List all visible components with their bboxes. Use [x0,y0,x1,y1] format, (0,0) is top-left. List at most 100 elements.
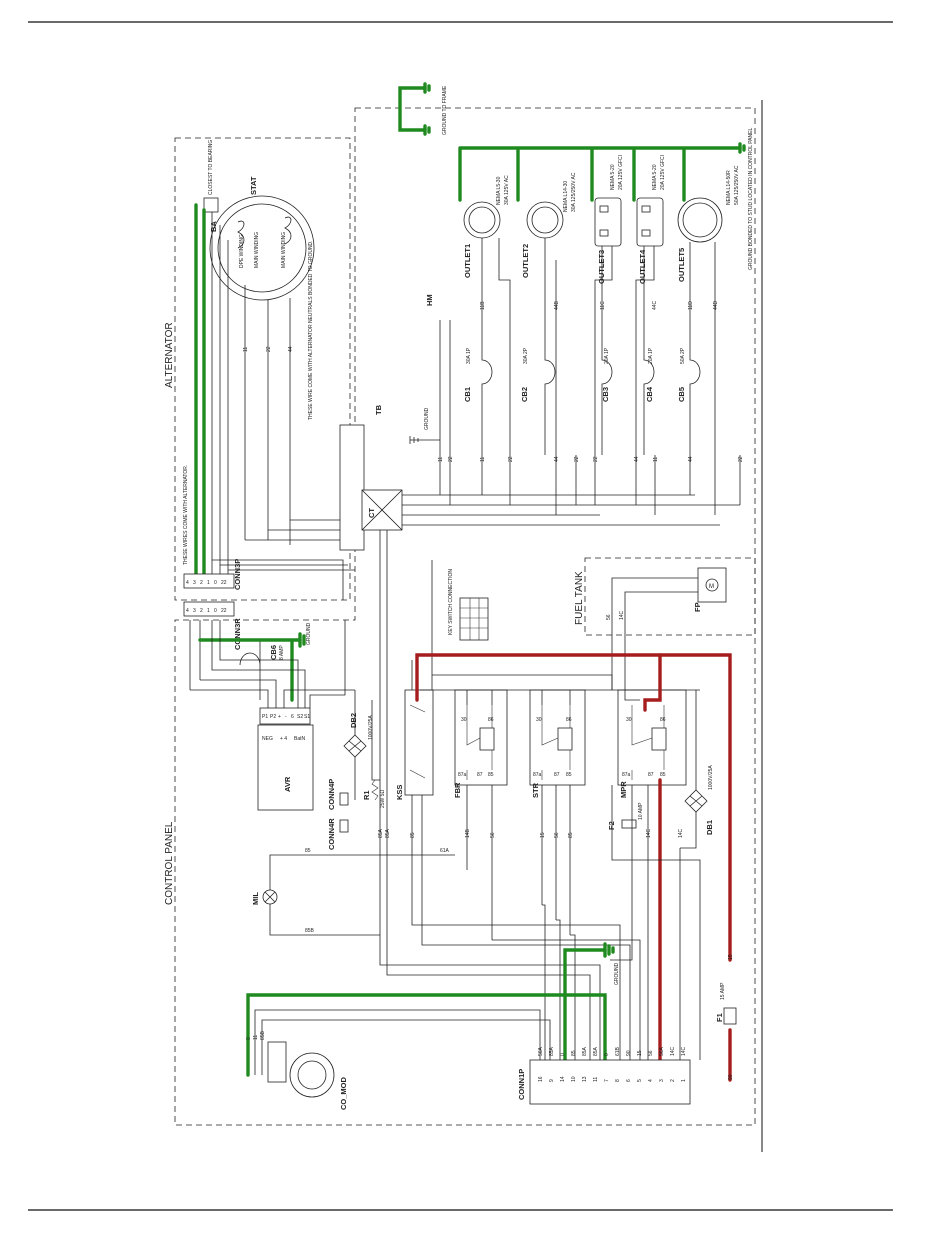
cb4-label: CB4 [645,386,654,402]
hm-label: HM [425,294,434,306]
outlet3: OUTLET3 NEMA 5-20 20A 125V GFCI [594,155,624,284]
svg-text:13: 13 [582,1076,588,1082]
outlet-lead-11d: 11D [688,301,694,310]
svg-text:22: 22 [508,456,514,462]
co-wire-11: 11 [253,1035,259,1040]
str-pin-87: 87 [554,772,560,778]
cb5-rating: 50A 2P [680,347,686,364]
cb2-rating: 30A 2P [523,347,529,364]
svg-text:14C: 14C [670,1046,676,1056]
svg-text:22: 22 [448,456,454,462]
outlet1: OUTLET1 NEMA L5-30 30A 125V AC [463,175,510,278]
svg-text:85A: 85A [378,828,384,838]
mid-wire-labels: 85A 85A 85 14B 56 15 56 85 14C 14C [378,828,684,838]
str-pin-30: 30 [536,717,542,723]
conn3p-pin-3: 2 [200,580,203,586]
svg-text:56: 56 [490,832,496,838]
outlet5: OUTLET5 NEMA L14-50R 50A 125/250V AC [677,165,740,282]
outlet-to-breaker-wires [481,238,716,455]
kss-label: KSS [395,785,404,800]
co-mod-label: CO_MOD [339,1076,348,1110]
ground-frame-symbol [423,82,431,136]
note-ground-cb6: GROUND [306,622,312,645]
outlet4-label: OUTLET4 [638,249,647,284]
outlet4-rating: 20A 125V GFCI [660,155,666,190]
fuel-wire-14c: 14C [619,610,625,620]
f1-rating: 15 AMP [720,982,726,1000]
svg-text:85: 85 [571,1050,577,1056]
svg-text:0: 0 [604,1053,610,1056]
terminal-block: TB [339,404,383,551]
f2-label: F2 [607,821,616,830]
f1-label: F1 [715,1013,724,1022]
conn1p-ground-symbol [603,942,615,958]
ground-to-frame-wire [398,86,427,132]
kss-wires [411,660,423,870]
svg-text:44: 44 [688,456,694,462]
note-closest-bearing: CLOSEST TO BEARING [208,140,214,195]
avr-input-wires [190,620,355,708]
tb-wire-labels: 11 22 11 22 44 22 22 44 11 44 22 [438,456,744,462]
hm-wires [439,320,451,455]
str: STR 30 87 87a 86 85 [529,689,586,798]
cb5: CB5 50A 2P [677,347,716,455]
cb6: CB6 8 AMP [189,620,285,700]
db1-rating: 1000V/25A [708,765,714,790]
stator: STAT DPE WINDING MAIN WINDING MAIN WINDI… [209,176,315,301]
f1: F1 15 AMP [715,982,737,1025]
mil-wires [269,854,455,936]
r1-rating: 25W 5Ω [380,790,386,808]
outlet5-rating: 50A 125/250V AC [734,165,740,205]
red-power-wire-main [415,653,732,962]
red-power-wire-mpr [643,653,662,1082]
f1-wire-15: 15 [728,954,734,960]
svg-text:85A: 85A [582,1046,588,1056]
mil-wire-85: 85 [305,848,311,854]
outlet2-label: OUTLET2 [521,244,530,278]
conn3r-pin-4: 1 [207,608,210,614]
co-wire-0: 0 [246,1037,252,1040]
fuel-pump: M FP [693,567,727,612]
fbr: FBR 30 87 87a 86 85 [453,689,508,798]
svg-text:4: 4 [648,1079,654,1082]
outlet-lead-44c: 44C [652,300,658,310]
svg-text:22: 22 [738,456,744,462]
conn1p-feed-wires [379,820,641,1060]
fuel-tank-title: FUEL TANK [574,571,585,625]
r1-label: R1 [362,790,371,800]
fuel-tank-enclosure [584,557,756,636]
tb-ground-symbol [409,436,440,444]
fbr-pin-87a: 87a [458,772,467,778]
svg-text:9: 9 [549,1079,555,1082]
lead-44: 44 [288,346,294,352]
svg-text:14C: 14C [646,828,652,838]
avr-label: AVR [283,776,292,792]
svg-text:15: 15 [637,1050,643,1056]
conn3p-pin-2: 3 [193,580,196,586]
db1-wires [680,690,697,849]
svg-text:56A: 56A [659,1046,665,1056]
avr: AVR P1 P2 + - 6 S2 S1 NEG + 4 BatN [257,707,314,811]
str-pin-86: 86 [566,717,572,723]
db1: DB1 1000V/25A [684,765,714,835]
db2: DB2 1000V/25A [343,713,374,758]
main-winding-label-2: MAIN WINDING [281,232,287,268]
outlet3-label: OUTLET3 [597,250,606,284]
cb6-rating: 8 AMP [279,645,285,660]
note-ground-conn1p: GROUND [614,962,620,985]
conn1p-wire-labels: 56A 85A 0 85 85A 85A 0 61B 90 15 56 56A … [538,1046,687,1056]
outlet-lead-11c: 11C [600,301,606,310]
outlet-ground-symbol [738,142,746,154]
cb1: CB1 30A 1P [463,347,493,455]
outlet3-rating: 20A 125V GFCI [618,155,624,190]
outlet3-spec: NEMA 5-20 [610,164,616,190]
cb6-ground-symbol [298,632,306,648]
control-panel-enclosure [174,107,756,1126]
conn3p-pin-4: 1 [207,580,210,586]
fuel-wire-56: 56 [606,614,612,620]
brush-assembly: BA [203,197,219,232]
cb5-label: CB5 [677,387,686,402]
note-neutrals: THESE WIRE COME WITH ALTERNATOR NEUTRALS… [308,240,314,420]
conn3p-label: CONN3P [233,559,242,590]
control-panel-title: CONTROL PANEL [164,821,175,905]
